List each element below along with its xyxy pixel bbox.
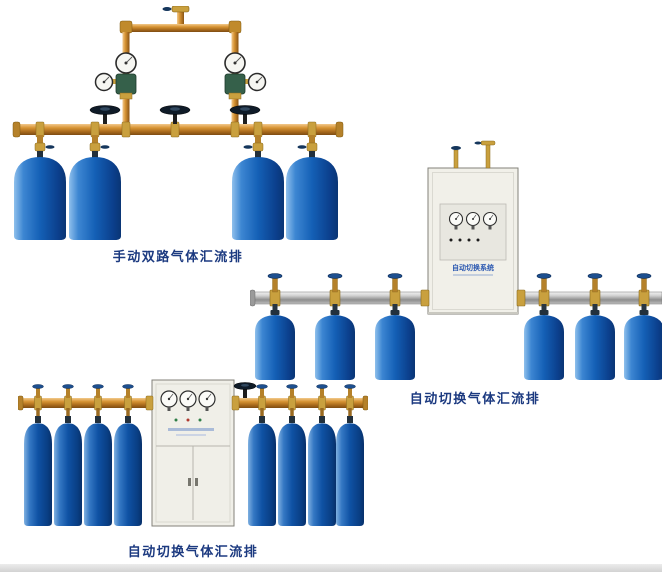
gas-cylinder <box>575 315 615 380</box>
station-valves <box>32 384 356 423</box>
gas-cylinder <box>232 157 284 240</box>
caption-product-1: 手动双路气体汇流排 <box>112 250 244 265</box>
gas-cylinder <box>248 423 276 526</box>
gas-cylinder <box>624 315 662 380</box>
illustration-auto-switch-manifold-2 <box>18 379 368 527</box>
pipe-connector <box>420 289 430 307</box>
gas-cylinder <box>14 157 66 240</box>
gas-cylinder <box>255 315 295 380</box>
gas-cylinder <box>524 315 564 380</box>
cabinet-indicator-dots <box>449 238 480 242</box>
handwheel-valve <box>233 382 257 398</box>
gas-cylinder <box>375 315 415 380</box>
cylinder-valve <box>297 135 318 159</box>
illustration-manual-dual-manifold <box>12 6 344 240</box>
pipe-elbow-right <box>228 20 242 34</box>
gas-cylinder <box>69 157 121 240</box>
gas-cylinder <box>24 423 52 526</box>
gas-cylinder <box>84 423 112 526</box>
cylinder-valve <box>89 135 110 159</box>
handwheel-valve <box>89 105 121 124</box>
gas-cylinder <box>308 423 336 526</box>
pressure-regulator-left <box>94 52 137 126</box>
cylinder-valve <box>34 135 55 159</box>
cabinet-top-valves <box>451 140 496 169</box>
pipe-connector <box>516 289 526 307</box>
gas-cylinder <box>286 157 338 240</box>
gas-cylinder <box>54 423 82 526</box>
control-cabinet: 自动切换系统 <box>427 167 519 315</box>
gas-cylinder <box>315 315 355 380</box>
pipe-connector <box>231 395 240 411</box>
caption-product-3: 自动切换气体汇流排 <box>127 545 259 560</box>
handwheel-valve <box>159 105 191 124</box>
pipe-connector <box>145 395 154 411</box>
pipe-elbow-left <box>119 20 133 34</box>
cabinet-gauges <box>448 211 498 230</box>
top-header-pipe <box>124 24 237 32</box>
door-handle <box>195 478 198 486</box>
cylinder-valve <box>243 135 264 159</box>
door-handle <box>188 478 191 486</box>
cabinet-indicator-dots <box>174 418 202 422</box>
gas-cylinder <box>278 423 306 526</box>
header-pipe <box>12 121 344 138</box>
cabinet-gauges <box>160 390 216 411</box>
handwheel-valve <box>229 105 261 124</box>
bottom-edge-strip <box>0 564 662 572</box>
illustration-auto-switch-manifold: 自动切换系统 <box>250 140 662 380</box>
cabinet-label: 自动切换系统 <box>452 263 494 272</box>
gas-cylinder <box>114 423 142 526</box>
top-inlet-assembly <box>162 6 190 25</box>
gas-cylinder <box>336 423 364 526</box>
caption-product-2: 自动切换气体汇流排 <box>409 392 541 407</box>
station-valves <box>267 273 652 315</box>
control-cabinet <box>151 379 235 527</box>
